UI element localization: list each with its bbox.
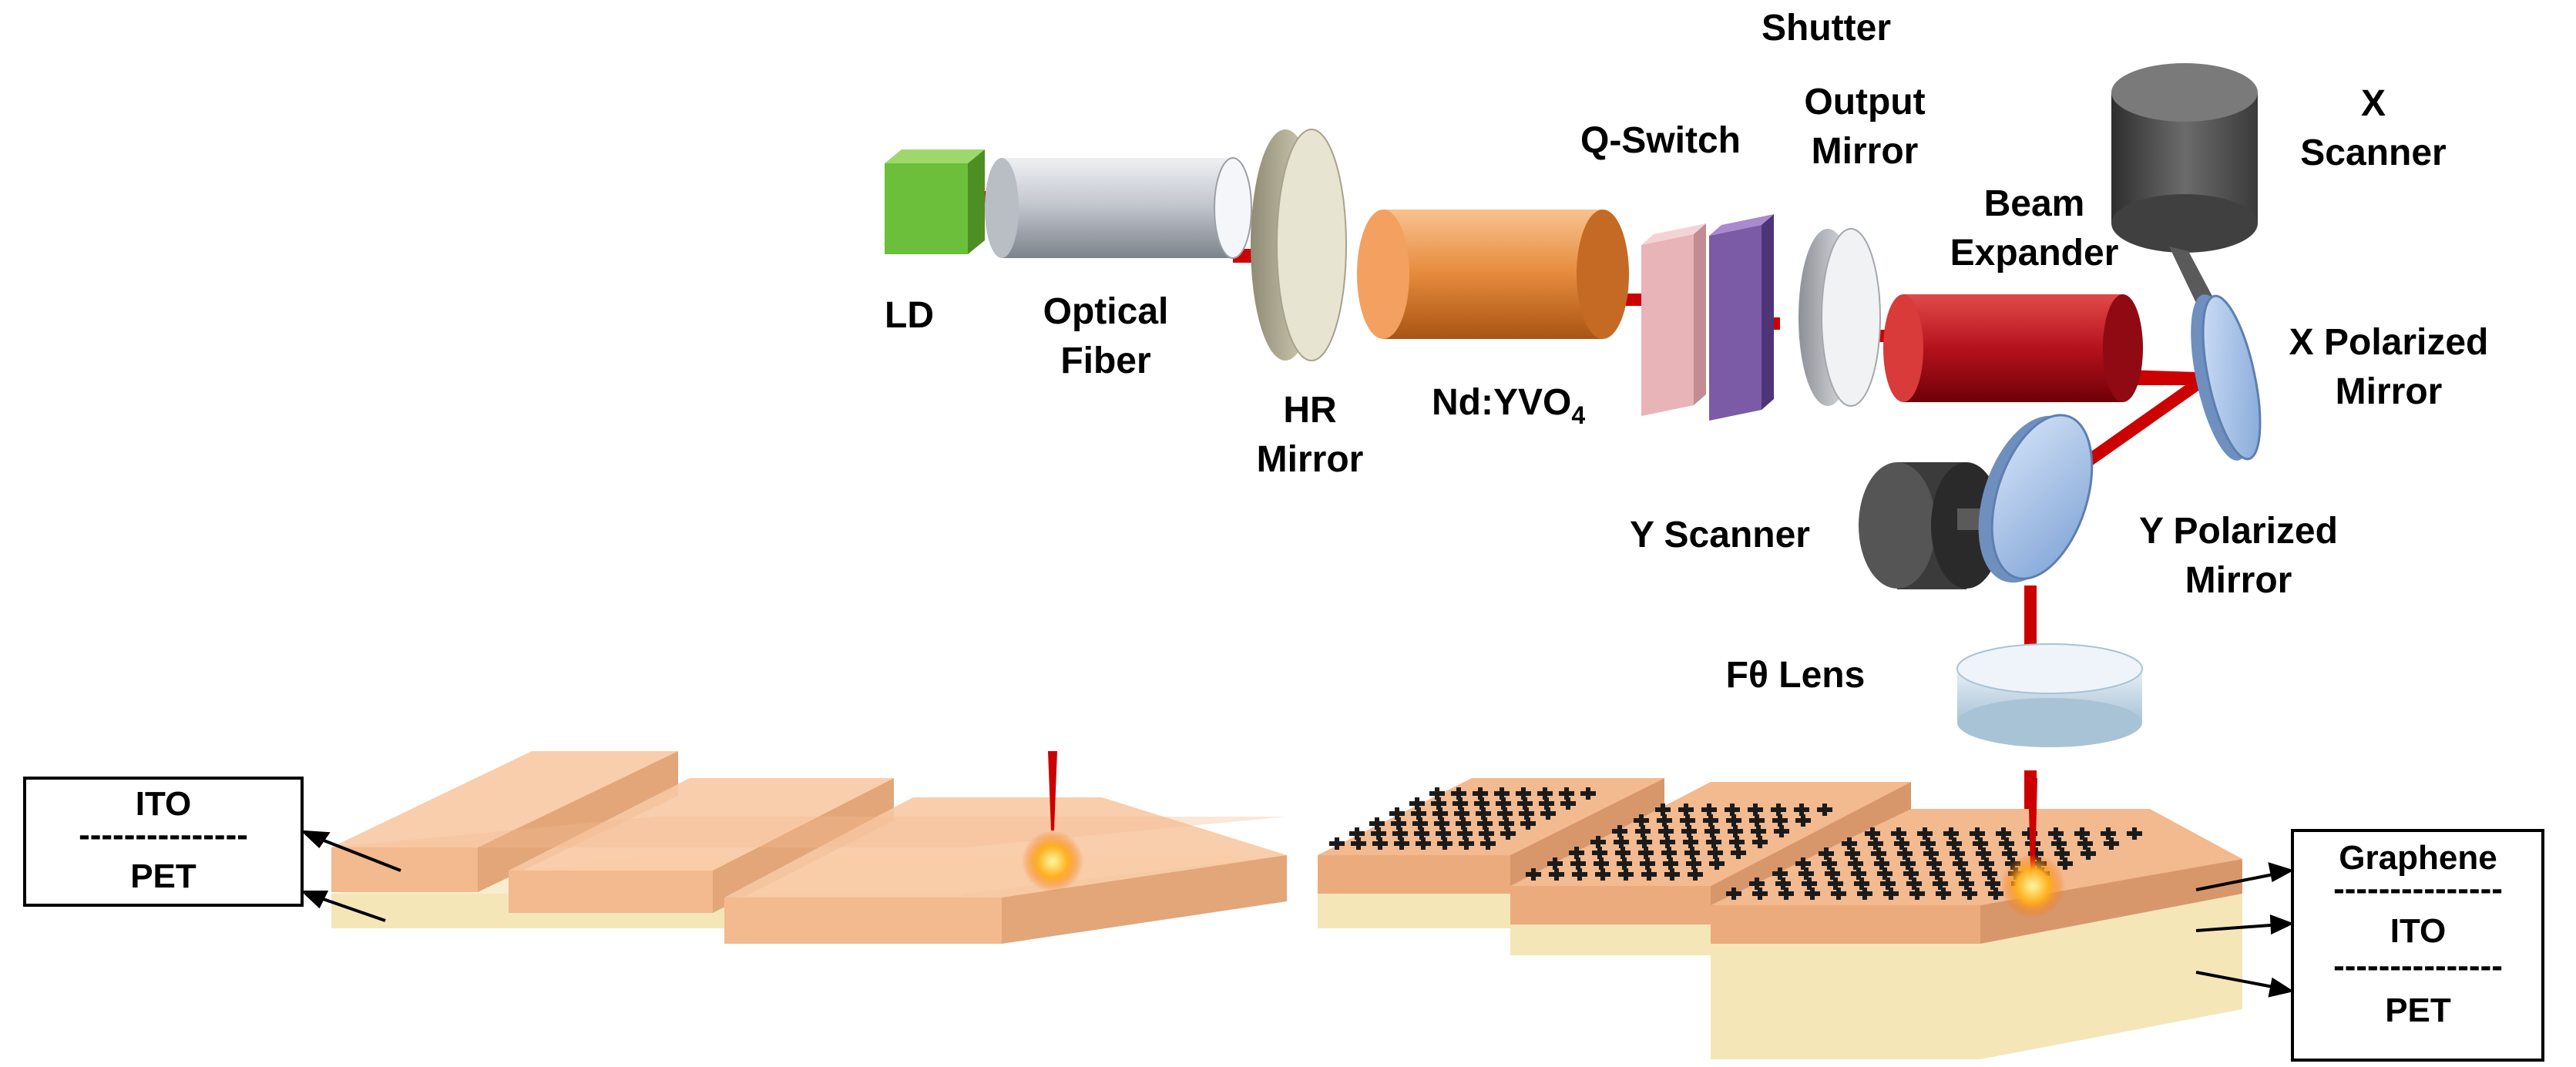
label-nd-yvo4-subscript: 4 — [1571, 401, 1585, 429]
left-legend-ito: ITO — [136, 785, 192, 823]
laser-beam-right — [2028, 778, 2037, 871]
right-legend-pet: PET — [2385, 992, 2451, 1029]
label-x-scanner-line1: X — [2361, 83, 2386, 124]
label-f-theta-lens: Fθ Lens — [1726, 655, 1866, 696]
x-polarized-mirror — [2191, 294, 2262, 461]
label-x-scanner-line2: Scanner — [2300, 133, 2446, 173]
left-legend-pet: PET — [130, 857, 196, 895]
nd-yvo4-crystal — [1357, 210, 1629, 339]
label-y-scanner: Y Scanner — [1630, 515, 1810, 555]
label-beam-expander-line1: Beam — [1984, 183, 2085, 224]
right-layer-legend: Graphene --------------- ITO -----------… — [2291, 829, 2544, 1062]
right-legend-arrows — [2195, 862, 2295, 998]
left-legend-arrows — [300, 830, 401, 922]
right-substrate — [1318, 778, 2242, 1059]
ito-strip — [509, 778, 894, 913]
label-ld: LD — [885, 295, 934, 336]
laser-beam-left — [1048, 751, 1057, 830]
component-labels: LD Optical Fiber HR Mirror Nd:YVO4 Q-Swi… — [885, 8, 2488, 696]
label-q-switch: Q-Switch — [1580, 120, 1741, 161]
ito-strip — [724, 797, 1287, 944]
left-substrate — [331, 751, 1287, 944]
label-hr-mirror-line2: Mirror — [1257, 439, 1364, 480]
laser-system — [885, 63, 2262, 840]
label-nd-yvo4: Nd:YVO4 — [1432, 382, 1585, 429]
shutter — [1709, 214, 1774, 421]
beam-expander — [1883, 294, 2143, 402]
label-nd-yvo4-main: Nd:YVO — [1432, 382, 1571, 423]
label-optical-fiber-line2: Fiber — [1060, 341, 1150, 381]
right-legend-ito: ITO — [2390, 912, 2447, 950]
right-legend-divider-2: --------------- — [2333, 947, 2503, 985]
right-legend-divider-1: --------------- — [2333, 870, 2503, 908]
label-x-polarized-mirror-line1: X Polarized — [2289, 322, 2489, 363]
x-scanner — [2111, 63, 2258, 316]
label-x-polarized-mirror-line2: Mirror — [2336, 371, 2443, 412]
hr-mirror — [1251, 129, 1347, 361]
label-optical-fiber-line1: Optical — [1043, 291, 1169, 332]
y-polarized-mirror — [1978, 414, 2094, 583]
output-mirror — [1798, 228, 1881, 407]
laser-spark-right — [2000, 854, 2065, 918]
label-output-mirror-line1: Output — [1804, 82, 1925, 122]
label-output-mirror-line2: Mirror — [1812, 131, 1919, 172]
left-layer-legend: ITO --------------- PET — [23, 777, 304, 907]
right-legend-graphene: Graphene — [2339, 839, 2497, 877]
label-hr-mirror-line1: HR — [1283, 390, 1336, 431]
f-theta-lens — [1956, 643, 2143, 747]
optical-fiber — [985, 157, 1252, 259]
label-y-polarized-mirror-line2: Mirror — [2185, 560, 2292, 601]
ld-diode — [885, 149, 985, 254]
label-beam-expander-line2: Expander — [1950, 233, 2119, 273]
label-y-polarized-mirror-line1: Y Polarized — [2139, 511, 2338, 552]
q-switch — [1641, 223, 1706, 416]
label-shutter: Shutter — [1762, 8, 1891, 49]
laser-spark-left — [1022, 830, 1083, 892]
left-legend-divider: --------------- — [79, 816, 248, 854]
